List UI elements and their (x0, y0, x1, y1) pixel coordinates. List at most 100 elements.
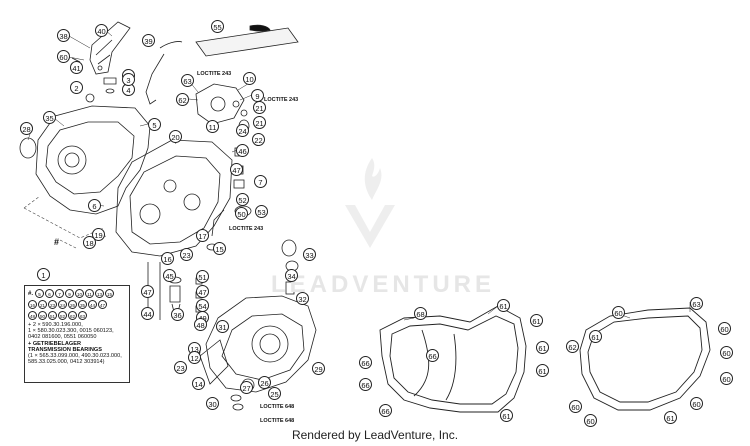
callout-39[interactable]: 39 (142, 34, 155, 47)
legend-chip: 24 (58, 300, 67, 309)
legend-hash-prefix: #. (28, 290, 34, 297)
callout-5[interactable]: 5 (148, 118, 161, 131)
legend-chip: 13 (95, 289, 105, 298)
callout-14[interactable]: 14 (192, 377, 205, 390)
callout-63[interactable]: 63 (181, 74, 194, 87)
right-crankcase-half (115, 139, 233, 257)
callout-7[interactable]: 7 (254, 175, 267, 188)
callout-48[interactable]: 48 (194, 318, 207, 331)
callout-44[interactable]: 44 (141, 307, 154, 320)
legend-line: 1 × 580.30.023.300, 0015 060123, (28, 328, 114, 335)
callout-3[interactable]: 3 (122, 73, 135, 86)
callout-27[interactable]: 27 (240, 381, 253, 394)
callout-17[interactable]: 17 (196, 229, 209, 242)
callout-60h[interactable]: 60 (584, 414, 597, 427)
callout-1[interactable]: 1 (37, 268, 50, 281)
callout-52[interactable]: 52 (236, 193, 249, 206)
callout-50[interactable]: 50 (235, 207, 248, 220)
callout-62b[interactable]: 62 (566, 340, 579, 353)
callout-24[interactable]: 24 (236, 124, 249, 137)
callout-60f[interactable]: 60 (569, 400, 582, 413)
callout-10[interactable]: 10 (243, 72, 256, 85)
legend-chip: 35 (78, 300, 87, 309)
callout-40[interactable]: 40 (95, 24, 108, 37)
gasket-kit-card (195, 24, 299, 57)
callout-55[interactable]: 55 (211, 20, 224, 33)
legend-row-1: #. 5 6 7 9 10 11 13 15 (28, 289, 126, 298)
callout-18[interactable]: 18 (83, 236, 96, 249)
callout-23b[interactable]: 23 (174, 361, 187, 374)
callout-32[interactable]: 32 (296, 292, 309, 305)
left-crankcase-half (19, 105, 151, 215)
callout-53[interactable]: 53 (255, 205, 268, 218)
callout-9[interactable]: 9 (251, 89, 264, 102)
clutch-cover-gasket (579, 307, 711, 411)
clutch-cable-holder (145, 41, 183, 105)
callout-47c[interactable]: 47 (196, 285, 209, 298)
callout-61c[interactable]: 61 (536, 341, 549, 354)
callout-26[interactable]: 26 (258, 376, 271, 389)
callout-61b[interactable]: 61 (530, 314, 543, 327)
legend-chip: 26 (68, 300, 77, 309)
callout-30[interactable]: 30 (206, 397, 219, 410)
legend-chip: 15 (105, 289, 115, 298)
callout-66b[interactable]: 66 (426, 349, 439, 362)
callout-21[interactable]: 21 (253, 101, 266, 114)
callout-28[interactable]: 28 (20, 122, 33, 135)
callout-61e[interactable]: 61 (500, 409, 513, 422)
callout-66a[interactable]: 66 (359, 356, 372, 369)
callout-23[interactable]: 23 (180, 248, 193, 261)
callout-66d[interactable]: 66 (379, 404, 392, 417)
legend-chip: 16 (28, 300, 37, 309)
callout-22[interactable]: 22 (252, 133, 265, 146)
legend-chip: 44 (88, 300, 97, 309)
legend-row-3: 48 50 51 52 62 63 (28, 311, 126, 320)
callout-60c[interactable]: 60 (718, 322, 731, 335)
callout-21b[interactable]: 21 (253, 116, 266, 129)
callout-6[interactable]: 6 (88, 199, 101, 212)
callout-61f[interactable]: 61 (589, 330, 602, 343)
callout-60[interactable]: 60 (57, 50, 70, 63)
callout-20[interactable]: 20 (169, 130, 182, 143)
leadventure-watermark-text: LEADVENTURE (270, 271, 495, 298)
callout-61a[interactable]: 61 (497, 299, 510, 312)
footer-credit: Rendered by LeadVenture, Inc. (291, 428, 459, 442)
chain-guide-bracket (89, 21, 131, 75)
legend-chip: 52 (58, 311, 67, 320)
callout-29[interactable]: 29 (312, 362, 325, 375)
bolt-parts (71, 57, 117, 103)
callout-47[interactable]: 47 (230, 163, 243, 176)
callout-38[interactable]: 38 (57, 29, 70, 42)
callout-25[interactable]: 25 (268, 387, 281, 400)
loctite-label-5: LOCTITE 648 (260, 418, 295, 424)
callout-36[interactable]: 36 (171, 308, 184, 321)
callout-31[interactable]: 31 (216, 320, 229, 333)
legend-chip: 48 (28, 311, 37, 320)
callout-62[interactable]: 62 (176, 93, 189, 106)
callout-54[interactable]: 54 (196, 299, 209, 312)
callout-61g[interactable]: 61 (664, 411, 677, 424)
callout-63b[interactable]: 63 (690, 297, 703, 310)
callout-15[interactable]: 15 (213, 242, 226, 255)
callout-2[interactable]: 2 (70, 81, 83, 94)
loctite-label-1: LOCTITE 243 (197, 71, 232, 77)
callout-60b[interactable]: 60 (612, 306, 625, 319)
callout-16[interactable]: 16 (161, 252, 174, 265)
callout-12[interactable]: 12 (188, 351, 201, 364)
callout-35[interactable]: 35 (43, 111, 56, 124)
callout-68[interactable]: 68 (414, 307, 427, 320)
callout-60g[interactable]: 60 (690, 397, 703, 410)
callout-19[interactable]: 19 (92, 228, 105, 241)
callout-61d[interactable]: 61 (536, 364, 549, 377)
callout-60e[interactable]: 60 (720, 372, 733, 385)
callout-60d[interactable]: 60 (720, 346, 733, 359)
callout-45[interactable]: 45 (163, 269, 176, 282)
callout-46[interactable]: 46 (236, 144, 249, 157)
callout-41[interactable]: 41 (70, 61, 83, 74)
callout-51[interactable]: 51 (196, 270, 209, 283)
callout-66c[interactable]: 66 (359, 378, 372, 391)
callout-11[interactable]: 11 (206, 120, 219, 133)
callout-47b[interactable]: 47 (141, 285, 154, 298)
callout-33[interactable]: 33 (303, 248, 316, 261)
callout-34[interactable]: 34 (285, 269, 298, 282)
